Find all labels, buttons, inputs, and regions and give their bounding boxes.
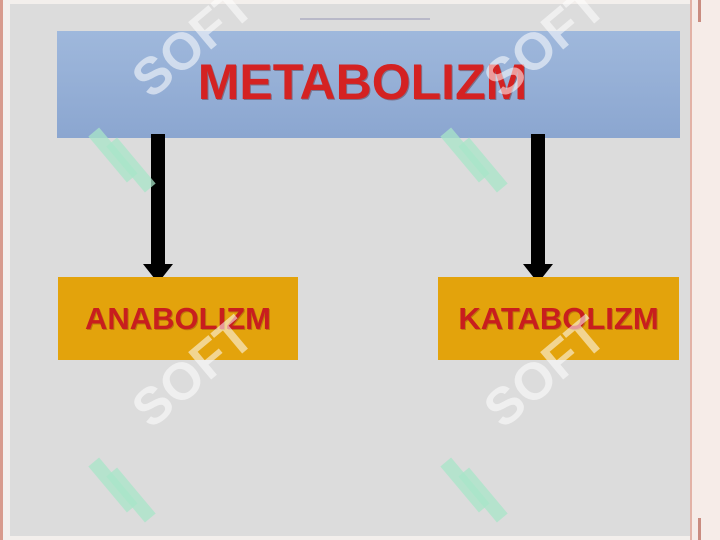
slide-right-border: [690, 0, 720, 540]
root-node-label: METABOLIZM: [197, 53, 528, 110]
border-tick: [698, 0, 701, 22]
root-node-metabolizm: METABOLIZM: [57, 31, 680, 138]
child-node-label: ANABOLIZM: [85, 300, 271, 336]
slide-header-rule: [300, 18, 430, 20]
child-node-label: KATABOLIZM: [458, 300, 659, 336]
child-node-anabolizm: ANABOLIZM: [58, 277, 298, 360]
slide-left-border: [0, 0, 3, 540]
child-node-katabolizm: KATABOLIZM: [438, 277, 679, 360]
border-tick: [698, 518, 701, 540]
